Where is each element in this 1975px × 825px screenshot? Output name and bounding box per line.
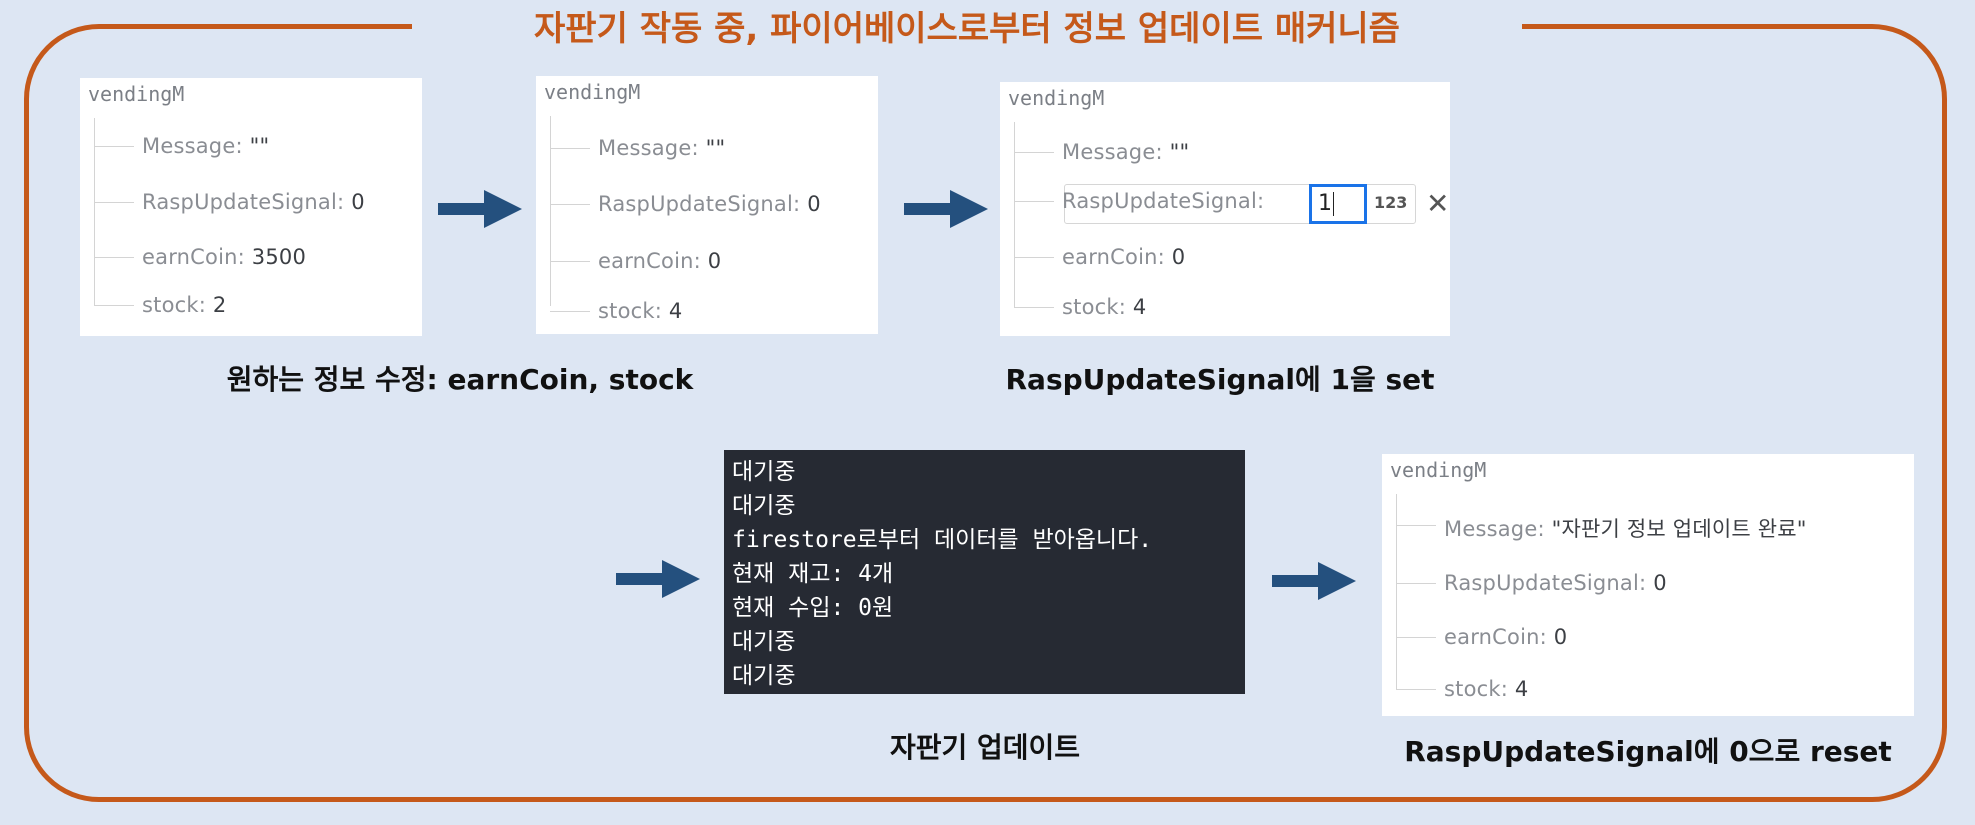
tree-line [1014,122,1015,308]
field-key: RaspUpdateSignal: [1444,571,1654,595]
firebase-panel-editing: vendingM Message: "" RaspUpdateSignal: 1… [1000,82,1450,336]
text-caret [1333,192,1334,216]
step3-caption: 자판기 업데이트 [889,731,1081,764]
step1-caption: 원하는 정보 수정: earnCoin, stock [226,363,694,396]
field-key: Message: [142,134,250,158]
field-key: stock: [598,299,669,323]
arrow-right-icon [438,190,522,228]
tree-branch [94,202,134,203]
firebase-panel-modified: vendingM Message: "" RaspUpdateSignal: 0… [536,76,878,334]
field-key: stock: [1062,295,1133,319]
tree-branch [94,257,134,258]
field-value: "" [1169,140,1190,164]
tree-branch [550,148,590,149]
step4-caption: RaspUpdateSignal에 0으로 reset [1404,735,1892,768]
field-value: 0 [351,190,365,214]
firebase-panel-reset: vendingM Message: "자판기 정보 업데이트 완료" RaspU… [1382,454,1914,716]
field-key: earnCoin: [598,249,708,273]
value-type-selector[interactable]: 123 [1374,193,1408,212]
console-line: 대기중 [732,493,796,519]
field-key: Message: [598,136,706,160]
field-value: 0 [1171,245,1186,269]
field-key: stock: [1444,677,1515,701]
tree-branch [1396,525,1436,526]
field-key: earnCoin: [1062,245,1172,269]
field-value: 0 [807,192,821,216]
step2-caption: RaspUpdateSignal에 1을 set [1005,363,1435,396]
console-line: 현재 수입: 0원 [732,595,894,621]
tree-branch [1396,637,1436,638]
tree-line [1396,494,1397,690]
field-key: RaspUpdateSignal: [598,192,808,216]
field-value: 4 [1514,677,1529,701]
field-key: RaspUpdateSignal: [1062,189,1265,213]
field-value: 2 [212,293,227,317]
field-key: RaspUpdateSignal: [142,190,352,214]
field-value: 0 [707,249,722,273]
console-line: firestore로부터 데이터를 받아옵니다. [732,527,1153,553]
node-root: vendingM [88,82,185,106]
input-value: 1 [1318,191,1332,216]
arrow-right-icon [1272,562,1356,600]
field-value: "" [705,136,726,160]
tree-branch [1014,257,1054,258]
edit-field-container [1064,184,1416,224]
console-line: 대기중 [732,629,796,655]
field-value: 0 [1553,625,1568,649]
field-value: "" [249,134,270,158]
tree-branch [94,305,134,306]
field-value: 4 [668,299,683,323]
diagram-title: 자판기 작동 중, 파이어베이스로부터 정보 업데이트 매커니즘 [534,9,1400,49]
tree-branch [550,261,590,262]
tree-branch [1396,689,1436,690]
field-key: earnCoin: [142,245,252,269]
field-key: stock: [142,293,213,317]
field-value: "자판기 정보 업데이트 완료" [1551,517,1807,541]
field-value: 4 [1132,295,1147,319]
tree-branch [1014,201,1054,202]
field-key: earnCoin: [1444,625,1554,649]
node-root: vendingM [1390,458,1487,482]
field-value: 3500 [251,245,307,269]
tree-branch [550,204,590,205]
arrow-right-icon [616,560,700,598]
close-icon[interactable]: ✕ [1426,187,1450,220]
tree-line [550,116,551,306]
field-key: Message: [1444,517,1552,541]
arrow-right-icon [904,190,988,228]
field-key: Message: [1062,140,1170,164]
tree-branch [550,311,590,312]
console-line: 대기중 [732,459,796,485]
tree-line [94,118,95,306]
firebase-panel-initial: vendingM Message: "" RaspUpdateSignal: 0… [80,78,422,336]
console-line: 현재 재고: 4개 [732,561,894,587]
tree-branch [1014,152,1054,153]
node-root: vendingM [544,80,641,104]
console-line: 대기중 [732,663,796,689]
tree-branch [94,146,134,147]
console-output: 대기중 대기중 firestore로부터 데이터를 받아옵니다. 현재 재고: … [724,450,1245,694]
field-value: 0 [1653,571,1667,595]
tree-branch [1014,307,1054,308]
title-background [412,4,1522,54]
tree-branch [1396,583,1436,584]
value-input[interactable]: 1 [1309,184,1367,224]
node-root: vendingM [1008,86,1105,110]
